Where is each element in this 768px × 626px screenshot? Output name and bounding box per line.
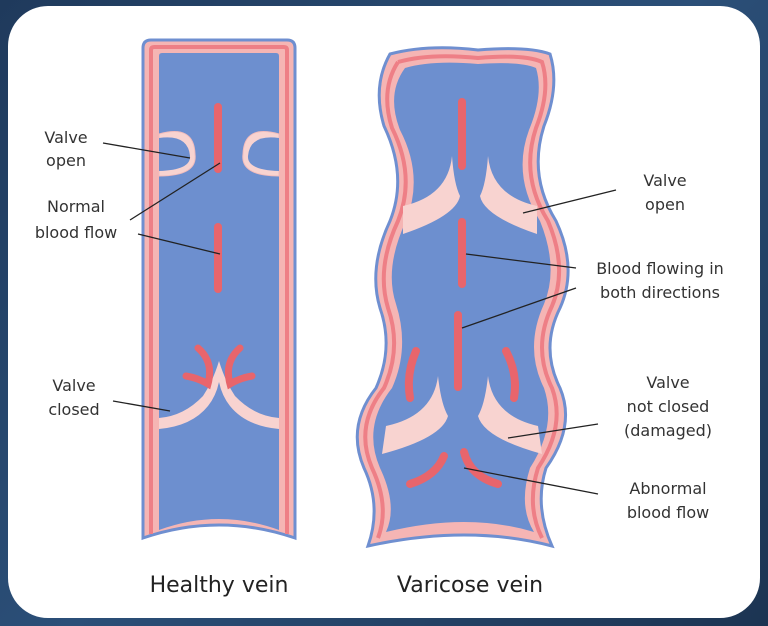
label-normal-flow-2: blood flow <box>35 223 117 242</box>
varicose-flow-arrow-2 <box>458 218 466 288</box>
label-healthy-valve-closed-1: Valve <box>52 376 95 395</box>
label-abnormal-flow-2: blood flow <box>627 503 709 522</box>
caption-healthy-vein: Healthy vein <box>150 573 289 598</box>
label-not-closed-3: (damaged) <box>624 421 712 440</box>
label-varicose-valve-open-2: open <box>645 195 685 214</box>
label-normal-flow-1: Normal <box>47 197 105 216</box>
label-healthy-valve-open-1: Valve <box>44 128 87 147</box>
vein-diagram: Valve open Normal blood flow Valve close… <box>8 6 760 618</box>
label-not-closed-2: not closed <box>627 397 710 416</box>
diagram-card: Valve open Normal blood flow Valve close… <box>8 6 760 618</box>
label-healthy-valve-closed-2: closed <box>48 400 99 419</box>
label-both-directions-1: Blood flowing in <box>596 259 724 278</box>
label-both-directions-2: both directions <box>600 283 720 302</box>
varicose-flow-arrow-3 <box>454 311 462 391</box>
caption-varicose-vein: Varicose vein <box>397 573 543 598</box>
healthy-vein <box>143 40 295 538</box>
varicose-vein <box>357 48 568 546</box>
label-abnormal-flow-1: Abnormal <box>629 479 706 498</box>
healthy-flow-arrow-1 <box>214 103 222 173</box>
label-healthy-valve-open-2: open <box>46 151 86 170</box>
healthy-flow-arrow-2 <box>214 223 222 293</box>
label-varicose-valve-open-1: Valve <box>643 171 686 190</box>
label-not-closed-1: Valve <box>646 373 689 392</box>
varicose-flow-arrow-1 <box>458 98 466 170</box>
